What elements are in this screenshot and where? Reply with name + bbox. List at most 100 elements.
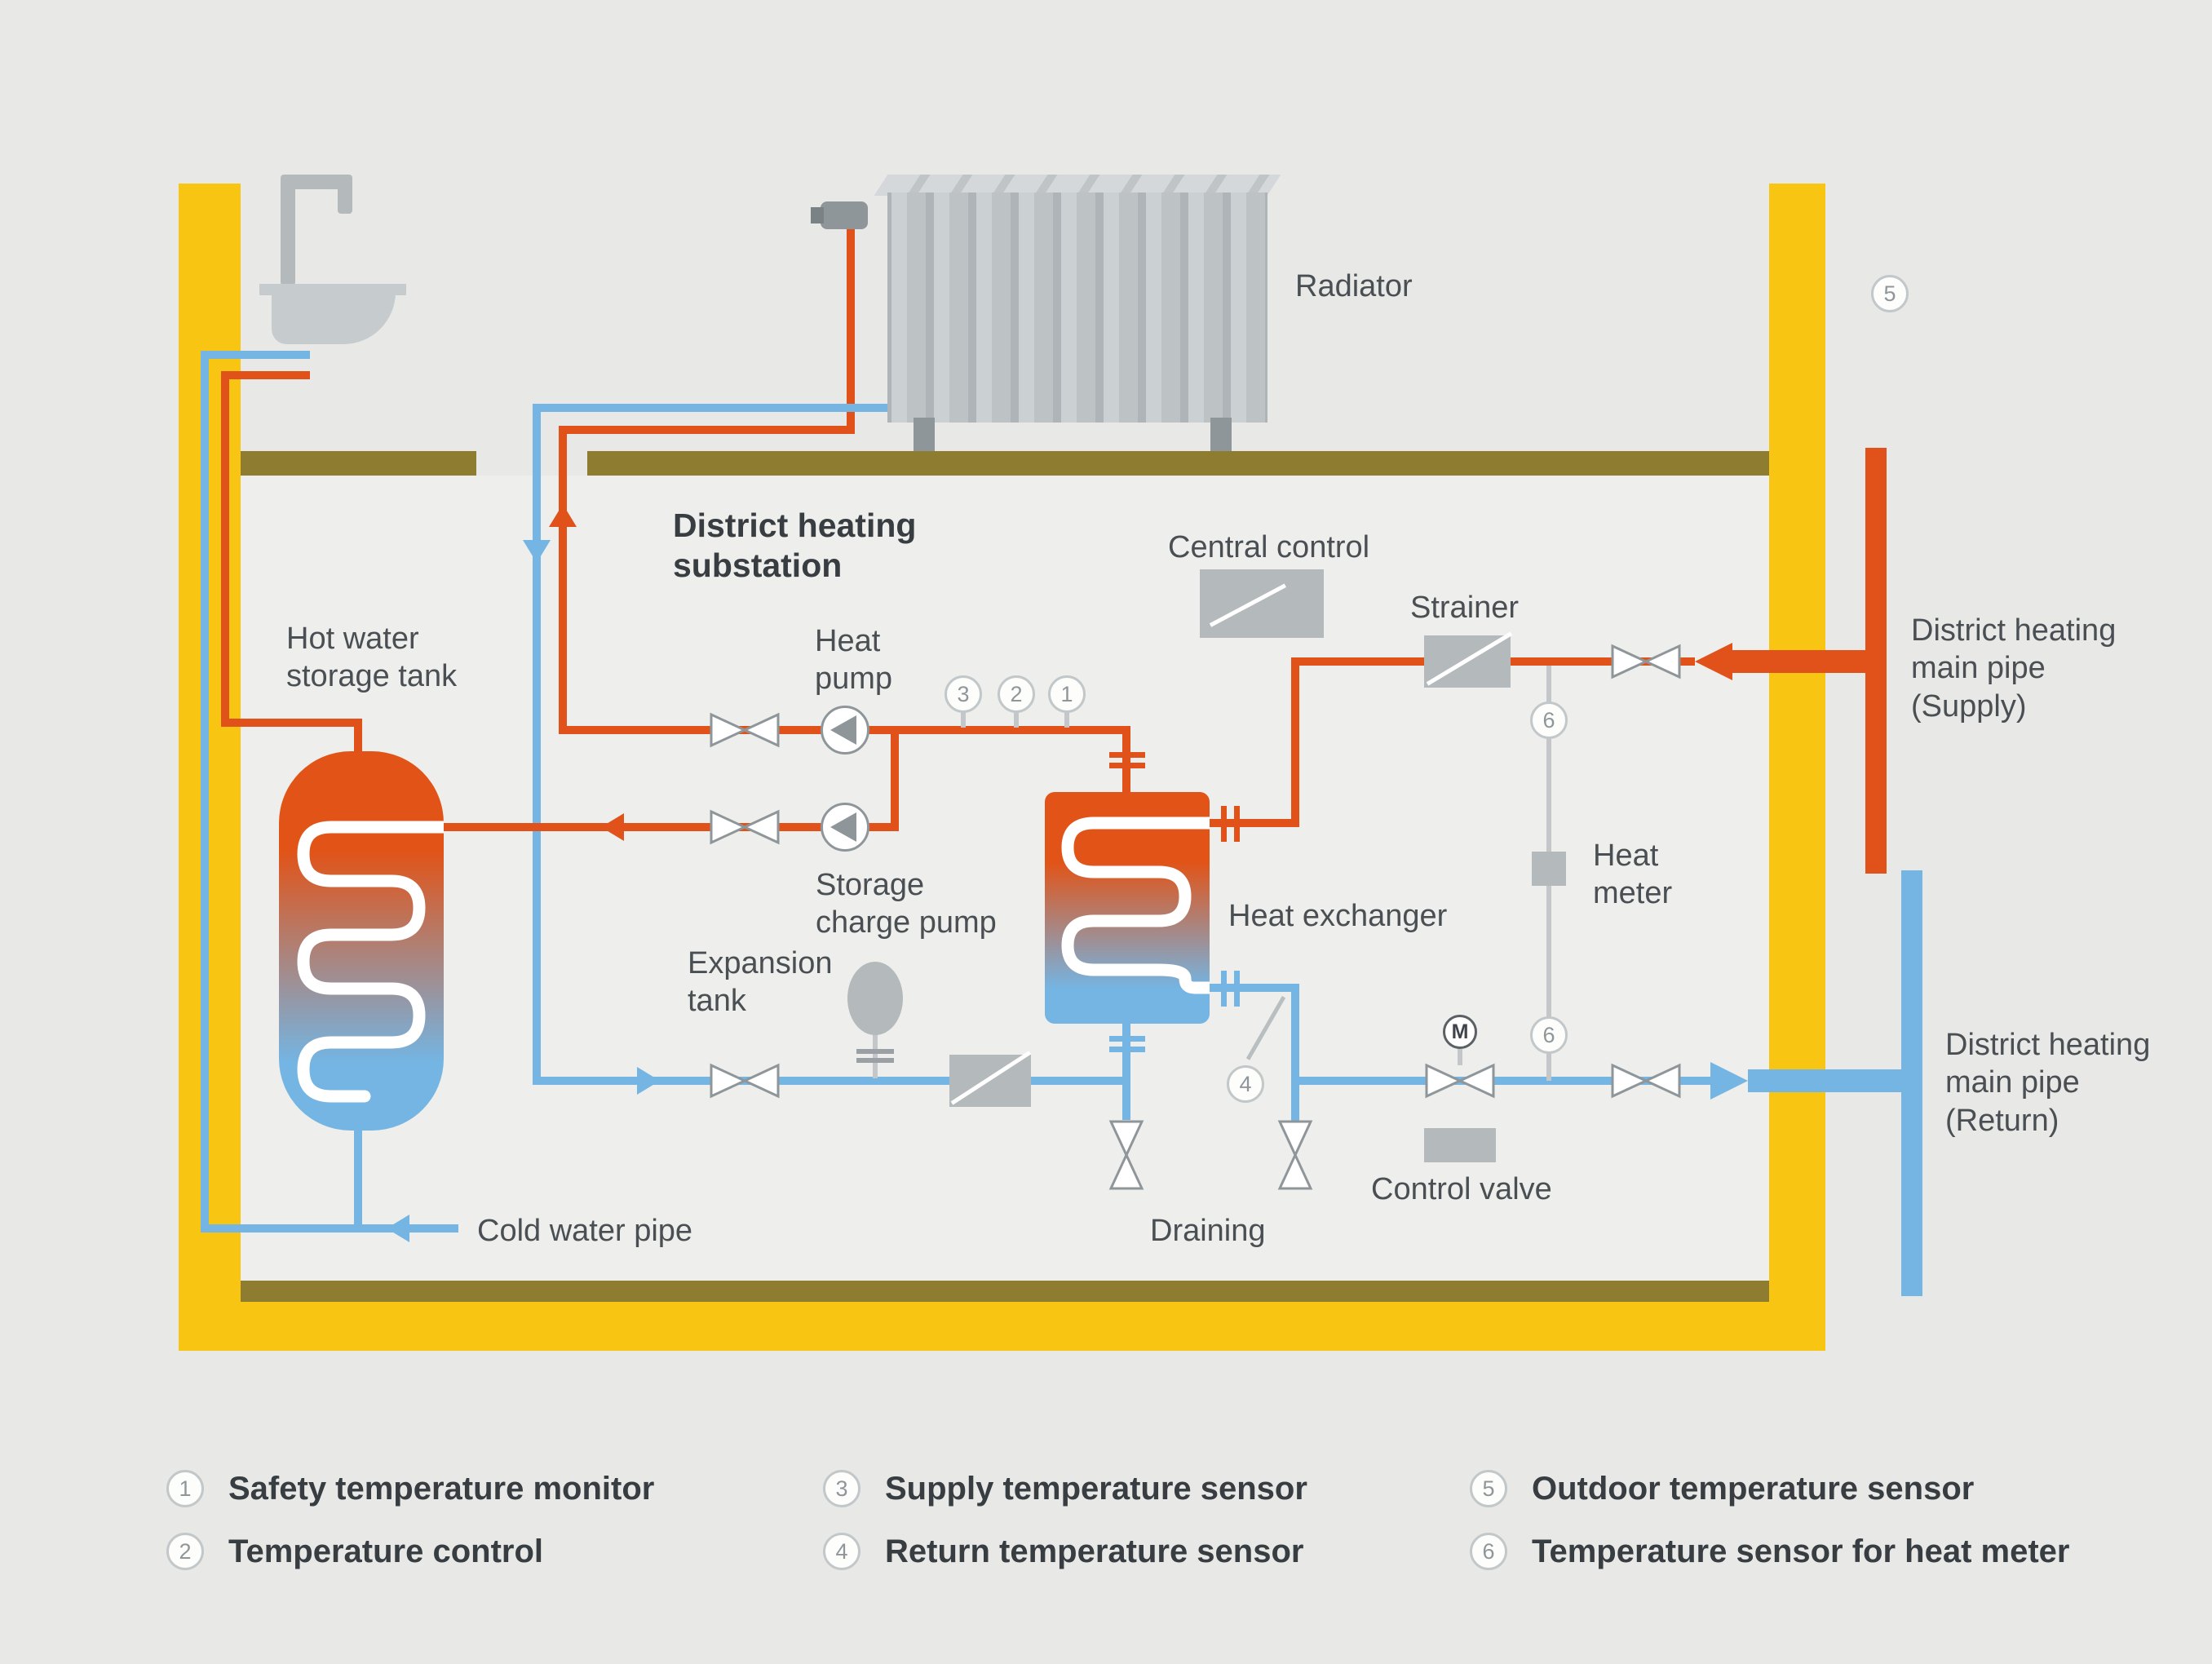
- heat-pump-line-valve: [710, 712, 780, 748]
- tank-coil: [297, 821, 444, 1103]
- control-valve-actuator-pad: [1424, 1128, 1496, 1162]
- supply-drop-pipe: [1291, 657, 1299, 827]
- charge-left-arrow: [601, 813, 624, 841]
- strainer-label: Strainer: [1410, 591, 1520, 625]
- return-main-arrow: [1710, 1062, 1748, 1100]
- marker-return-temp-sensor: 4: [1227, 1065, 1264, 1103]
- marker-outdoor-temp-sensor: 5: [1871, 275, 1909, 312]
- ceiling-strip: [587, 451, 1769, 476]
- district-supply-label: District heating main pipe (Supply): [1911, 613, 2117, 724]
- right-wall: [1769, 184, 1825, 1351]
- cold-water-left-arrow: [387, 1215, 409, 1242]
- hx-right-bottom-flange: [1221, 971, 1227, 1007]
- radiator-valve-cap: [811, 207, 824, 223]
- faucet-spout: [281, 175, 352, 189]
- heat-pump-label: Heat pump: [815, 624, 893, 697]
- tank-top-stub-pipe: [354, 723, 362, 759]
- heat-exchanger: [1045, 792, 1210, 1024]
- legend-circle-6: 6: [1470, 1533, 1507, 1570]
- control-valve-motor: M: [1443, 1015, 1477, 1049]
- expansion-tank-membrane: [856, 1049, 894, 1054]
- cold-water-pipe: [205, 1224, 458, 1233]
- expansion-tank: [847, 962, 903, 1035]
- radiator-return-riser-pipe: [533, 404, 541, 1085]
- district-return-label: District heating main pipe (Return): [1945, 1028, 2151, 1138]
- room-interior: [241, 476, 1769, 1281]
- charge-line-pipe: [444, 823, 899, 831]
- return-line-left-pipe: [537, 1077, 1130, 1085]
- legend-circle-2: 2: [166, 1533, 204, 1570]
- tank-top-horizontal-pipe: [225, 719, 362, 727]
- supply-up-arrow: [549, 504, 577, 527]
- substation-title: District heating substation: [673, 507, 917, 585]
- radiator-left-leg: [914, 418, 935, 451]
- floor-slab: [179, 1301, 1825, 1351]
- expansion-tank-stem: [873, 1033, 878, 1078]
- expansion-tank-label: Expansion tank: [688, 946, 833, 1019]
- legend-label-2: Temperature control: [228, 1533, 543, 1569]
- charge-line-riser-pipe: [891, 730, 899, 828]
- faucet-nozzle: [338, 175, 352, 214]
- control-valve: [1425, 1063, 1495, 1099]
- hx-top-flange: [1109, 752, 1145, 758]
- sensor-stem: [1064, 711, 1069, 728]
- radiator-right-leg: [1210, 418, 1232, 451]
- ceiling-strip-left: [241, 451, 476, 476]
- drain-valve-left: [1108, 1120, 1144, 1190]
- draining-label: Draining: [1150, 1214, 1266, 1248]
- hx-bottom-flange: [1109, 1036, 1145, 1042]
- charge-line-valve: [710, 809, 780, 845]
- supply-main-stub: [1732, 650, 1867, 673]
- legend-item-2: 2 Temperature control: [166, 1533, 543, 1570]
- hx-top-flange: [1109, 763, 1145, 768]
- marker-temp-control: 2: [998, 675, 1035, 713]
- return-right-arrow: [637, 1067, 660, 1095]
- heat-exchanger-coil: [1061, 817, 1210, 994]
- radiator-label: Radiator: [1295, 269, 1413, 303]
- storage-charge-pump: [821, 803, 869, 852]
- legend-circle-1: 1: [166, 1470, 204, 1507]
- radiator-valve: [821, 201, 868, 229]
- hx-right-top-flange: [1234, 806, 1240, 842]
- hot-water-storage-tank-label: Hot water storage tank: [286, 622, 458, 694]
- legend-item-6: 6 Temperature sensor for heat meter: [1470, 1533, 2069, 1570]
- radiator-body: [887, 193, 1267, 423]
- legend-item-1: 1 Safety temperature monitor: [166, 1470, 654, 1507]
- legend-label-6: Temperature sensor for heat meter: [1532, 1533, 2070, 1569]
- central-control-label: Central control: [1168, 530, 1370, 564]
- radiator-supply-horizontal-pipe: [559, 426, 855, 434]
- radiator-supply-riser-pipe: [559, 426, 567, 734]
- hx-right-top-flange: [1221, 806, 1227, 842]
- radiator-supply-drop-pipe: [847, 227, 855, 434]
- return-shutoff-valve: [1611, 1063, 1681, 1099]
- sensor-stem: [1014, 711, 1019, 728]
- heat-meter-device: [1532, 852, 1566, 886]
- legend-item-4: 4 Return temperature sensor: [823, 1533, 1303, 1570]
- central-control: [1200, 569, 1324, 638]
- cold-water-pipe-label: Cold water pipe: [477, 1214, 693, 1248]
- district-return-main-pipe: [1901, 870, 1922, 1296]
- legend-item-5: 5 Outdoor temperature sensor: [1470, 1470, 1974, 1507]
- supply-main-arrow: [1695, 643, 1732, 680]
- expansion-tank-membrane: [856, 1058, 894, 1063]
- floor-strip: [241, 1281, 1769, 1302]
- hx-bottom-flange: [1109, 1047, 1145, 1052]
- legend-circle-5: 5: [1470, 1470, 1507, 1507]
- legend-circle-4: 4: [823, 1533, 860, 1570]
- district-supply-main-pipe: [1865, 448, 1887, 874]
- marker-heat-meter-sensor-lower: 6: [1530, 1016, 1568, 1054]
- drain2-stub-pipe: [1291, 1077, 1299, 1121]
- hx-right-top-pipe: [1210, 819, 1295, 827]
- sink-bowl: [272, 292, 396, 344]
- return-main-stub: [1748, 1069, 1903, 1092]
- supply-shutoff-valve: [1611, 644, 1681, 679]
- heat-exchanger-label: Heat exchanger: [1228, 899, 1448, 933]
- legend-label-1: Safety temperature monitor: [228, 1470, 655, 1507]
- hx-right-bottom-flange: [1234, 971, 1240, 1007]
- return-line-valve-left: [710, 1063, 780, 1099]
- faucet-post: [281, 175, 295, 285]
- cold-water-sink-stub: [201, 351, 310, 359]
- radiator-return-horizontal-pipe: [533, 404, 887, 412]
- hot-water-riser-pipe: [221, 371, 229, 727]
